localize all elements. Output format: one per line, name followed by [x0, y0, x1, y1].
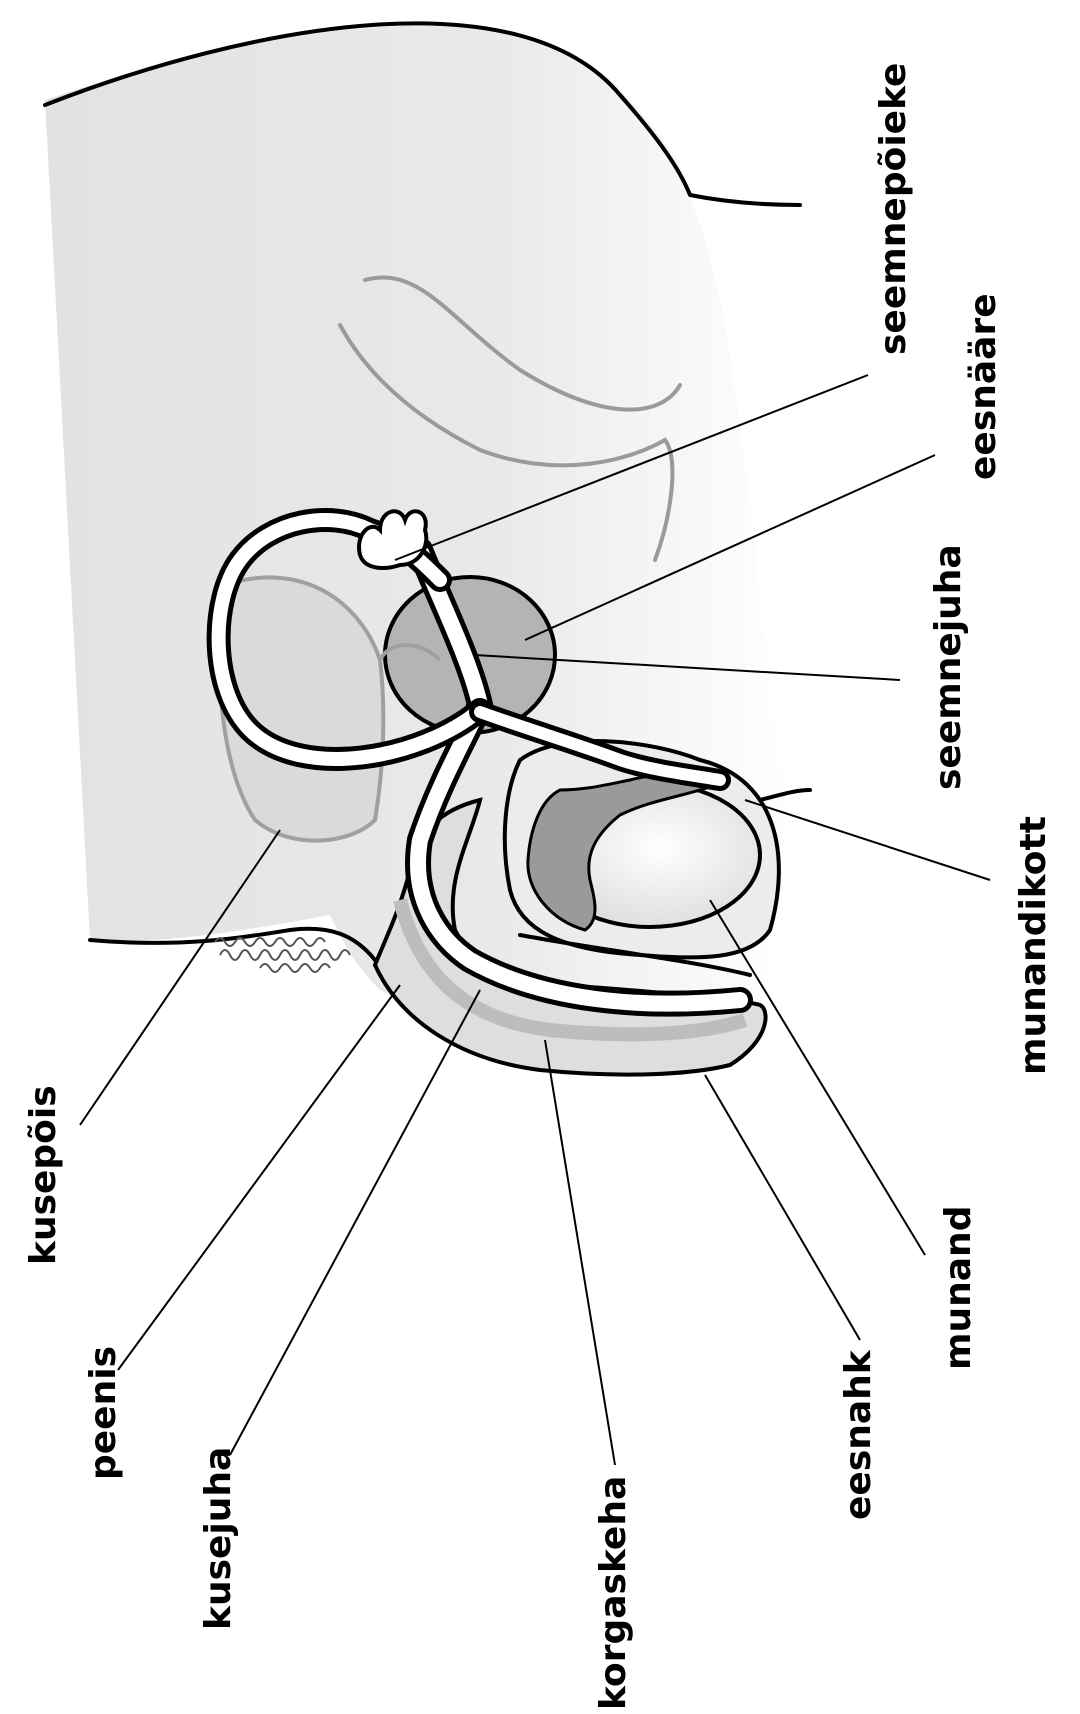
label-kusepois: kusepõis	[23, 1085, 64, 1265]
label-munand: munand	[938, 1206, 979, 1370]
label-munandikott: munandikott	[1013, 816, 1054, 1075]
label-kusejuha: kusejuha	[198, 1447, 239, 1630]
label-seemnepoieke: seemnepõieke	[873, 63, 914, 355]
label-peenis: peenis	[83, 1346, 124, 1480]
label-eesnahk: eesnahk	[838, 1349, 879, 1520]
pubic-hair	[215, 938, 350, 972]
label-seemnejuha: seemnejuha	[928, 544, 969, 790]
label-eesnaare: eesnääre	[963, 293, 1004, 480]
label-korgaskeha: korgaskeha	[593, 1476, 634, 1710]
